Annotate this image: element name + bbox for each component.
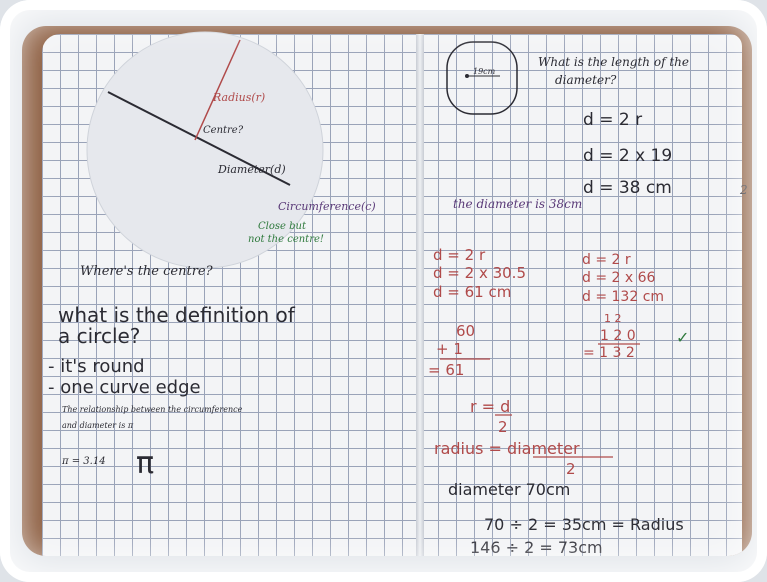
work-a-line1: d = 2 r (433, 246, 486, 264)
formula-r: r = d (470, 397, 510, 416)
addition-b-line1: 1 2 (604, 312, 622, 325)
answer-line1: - it's round (48, 356, 145, 377)
margin-mark: 2 (739, 183, 748, 197)
work-a-line2: d = 2 x 30.5 (433, 264, 526, 282)
question-length-line1: What is the length of the (538, 55, 689, 69)
radius-label: Radius(r) (212, 91, 265, 104)
formula-radius: radius = diameter (434, 439, 580, 458)
pi-value: π = 3.14 (61, 456, 106, 467)
book-spine (416, 34, 424, 556)
question-length-line2: diameter? (555, 73, 617, 87)
drawn-circle (86, 31, 324, 269)
small-circle-label: 19cm (473, 67, 496, 76)
pi-symbol: π (136, 446, 154, 481)
relationship-line1: The relationship between the circumferen… (62, 405, 243, 414)
addition-b-line2: 1 2 0 (600, 328, 636, 344)
relationship-line2: and diameter is π (62, 421, 134, 430)
work-b-line1: d = 2 r (582, 252, 631, 268)
work-b-line3: d = 132 cm (582, 289, 664, 305)
working-line2: d = 2 x 19 (583, 146, 672, 166)
small-circle-drawing (446, 41, 518, 115)
circumference-label: Circumference(c) (278, 200, 376, 213)
diameter-line (107, 91, 291, 186)
addition-a-line3: = 61 (428, 361, 464, 379)
diameter-label: Diameter(d) (217, 163, 286, 176)
centre-label: Centre? (203, 125, 244, 136)
radius-line (194, 39, 241, 141)
calculation-line1: 70 ÷ 2 = 35cm = Radius (484, 515, 684, 534)
tick-mark: ✓ (676, 328, 689, 347)
teacher-note-line1: Close but (258, 221, 307, 232)
formula-radius-denominator: 2 (566, 460, 576, 478)
addition-a-line1: 60 (456, 322, 475, 340)
definition-question-line1: what is the definition of (58, 303, 296, 327)
definition-question-line2: a circle? (58, 324, 140, 348)
question-centre: Where's the centre? (80, 264, 214, 279)
right-page (420, 34, 742, 556)
addition-b-line3: = 1 3 2 (583, 345, 635, 361)
teacher-note-line2: not the centre! (248, 234, 324, 245)
calculation-line2: 146 ÷ 2 = 73cm (470, 538, 603, 557)
work-a-line3: d = 61 cm (433, 283, 511, 301)
addition-a-line2: + 1 (436, 340, 463, 358)
working-line3: d = 38 cm (583, 178, 672, 198)
diameter-given: diameter 70cm (448, 480, 570, 499)
answer-line2: - one curve edge (48, 377, 201, 398)
formula-r-denominator: 2 (498, 418, 508, 436)
work-b-line2: d = 2 x 66 (582, 270, 656, 286)
diameter-answer: the diameter is 38cm (453, 197, 582, 211)
working-line1: d = 2 r (583, 110, 642, 130)
